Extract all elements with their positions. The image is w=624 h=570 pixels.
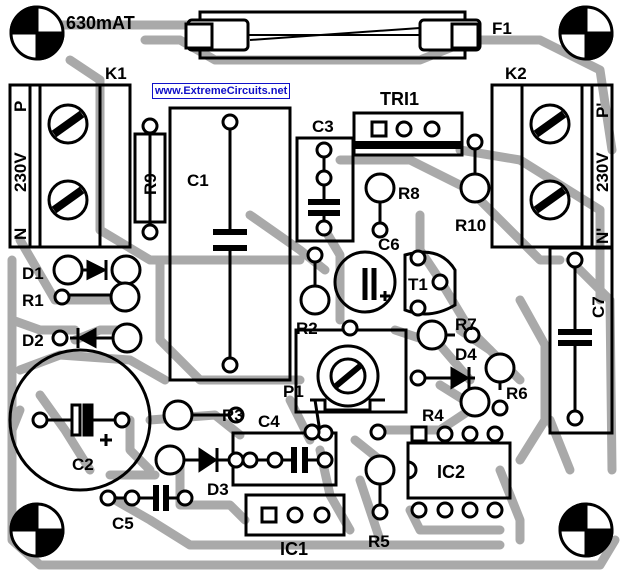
ic1-label: IC1 [280, 539, 309, 559]
t1-label: T1 [408, 275, 428, 294]
d2-label: D2 [22, 331, 44, 350]
d1-label: D1 [22, 264, 44, 283]
fuse-rating-label: 630mAT [66, 13, 135, 33]
capacitor-c6-outline [333, 250, 397, 314]
r4-label: R4 [422, 406, 444, 425]
terminal-k2-neutral-label: N' [593, 227, 612, 244]
c5-label: C5 [112, 514, 134, 533]
triac-tri1-outline [352, 111, 464, 157]
c2-label: C2 [72, 455, 94, 474]
fuse-f1-outline [186, 10, 482, 60]
r9-label: R9 [141, 173, 160, 195]
terminal-k1-voltage-label: 230V [11, 152, 30, 192]
ic2-label: IC2 [437, 462, 466, 482]
terminal-k2-label: K2 [505, 64, 527, 83]
c3-label: C3 [312, 117, 334, 136]
mounting-mark [558, 502, 614, 558]
terminal-screws [47, 103, 571, 395]
capacitor-c2-outline [8, 348, 152, 492]
ic1-outline [244, 493, 346, 537]
r2-label: R2 [296, 319, 318, 338]
d4-label: D4 [455, 345, 477, 364]
c1-label: C1 [187, 171, 209, 190]
trimmer-p1-outline [294, 328, 408, 414]
capacitor-c1-outline [168, 106, 292, 382]
terminal-k2-phase-label: P' [593, 102, 612, 118]
r10-label: R10 [455, 216, 487, 235]
r8-label: R8 [398, 184, 420, 203]
p1-label: P1 [283, 382, 304, 401]
diodes [76, 259, 471, 473]
d3-label: D3 [207, 480, 229, 499]
c4-label: C4 [258, 412, 280, 431]
r3-label: R3 [222, 406, 244, 425]
mounting-marks [9, 5, 614, 558]
mounting-mark [9, 502, 65, 558]
r1-label: R1 [22, 291, 44, 310]
terminal-k2-voltage-label: 230V [593, 152, 612, 192]
r6-label: R6 [506, 384, 528, 403]
mounting-mark [9, 5, 65, 61]
terminal-k1-label: K1 [105, 64, 127, 83]
ic2-outline [406, 441, 512, 500]
c6-label: C6 [378, 235, 400, 254]
solder-pads [31, 22, 584, 524]
terminal-block-k1-outline [8, 83, 132, 249]
mounting-mark [558, 5, 614, 61]
c7-label: C7 [589, 296, 608, 318]
tri1-label: TRI1 [380, 89, 420, 109]
r7-label: R7 [455, 315, 477, 334]
watermark-url: www.ExtremeCircuits.net [152, 83, 291, 100]
r5-label: R5 [368, 532, 390, 551]
terminal-k1-neutral-label: N [11, 227, 30, 240]
capacitor-c3-outline [295, 136, 355, 243]
terminal-k1-phase-label: P [11, 100, 30, 112]
fuse-label: F1 [492, 19, 512, 38]
capacitor-c7-outline [548, 246, 614, 435]
